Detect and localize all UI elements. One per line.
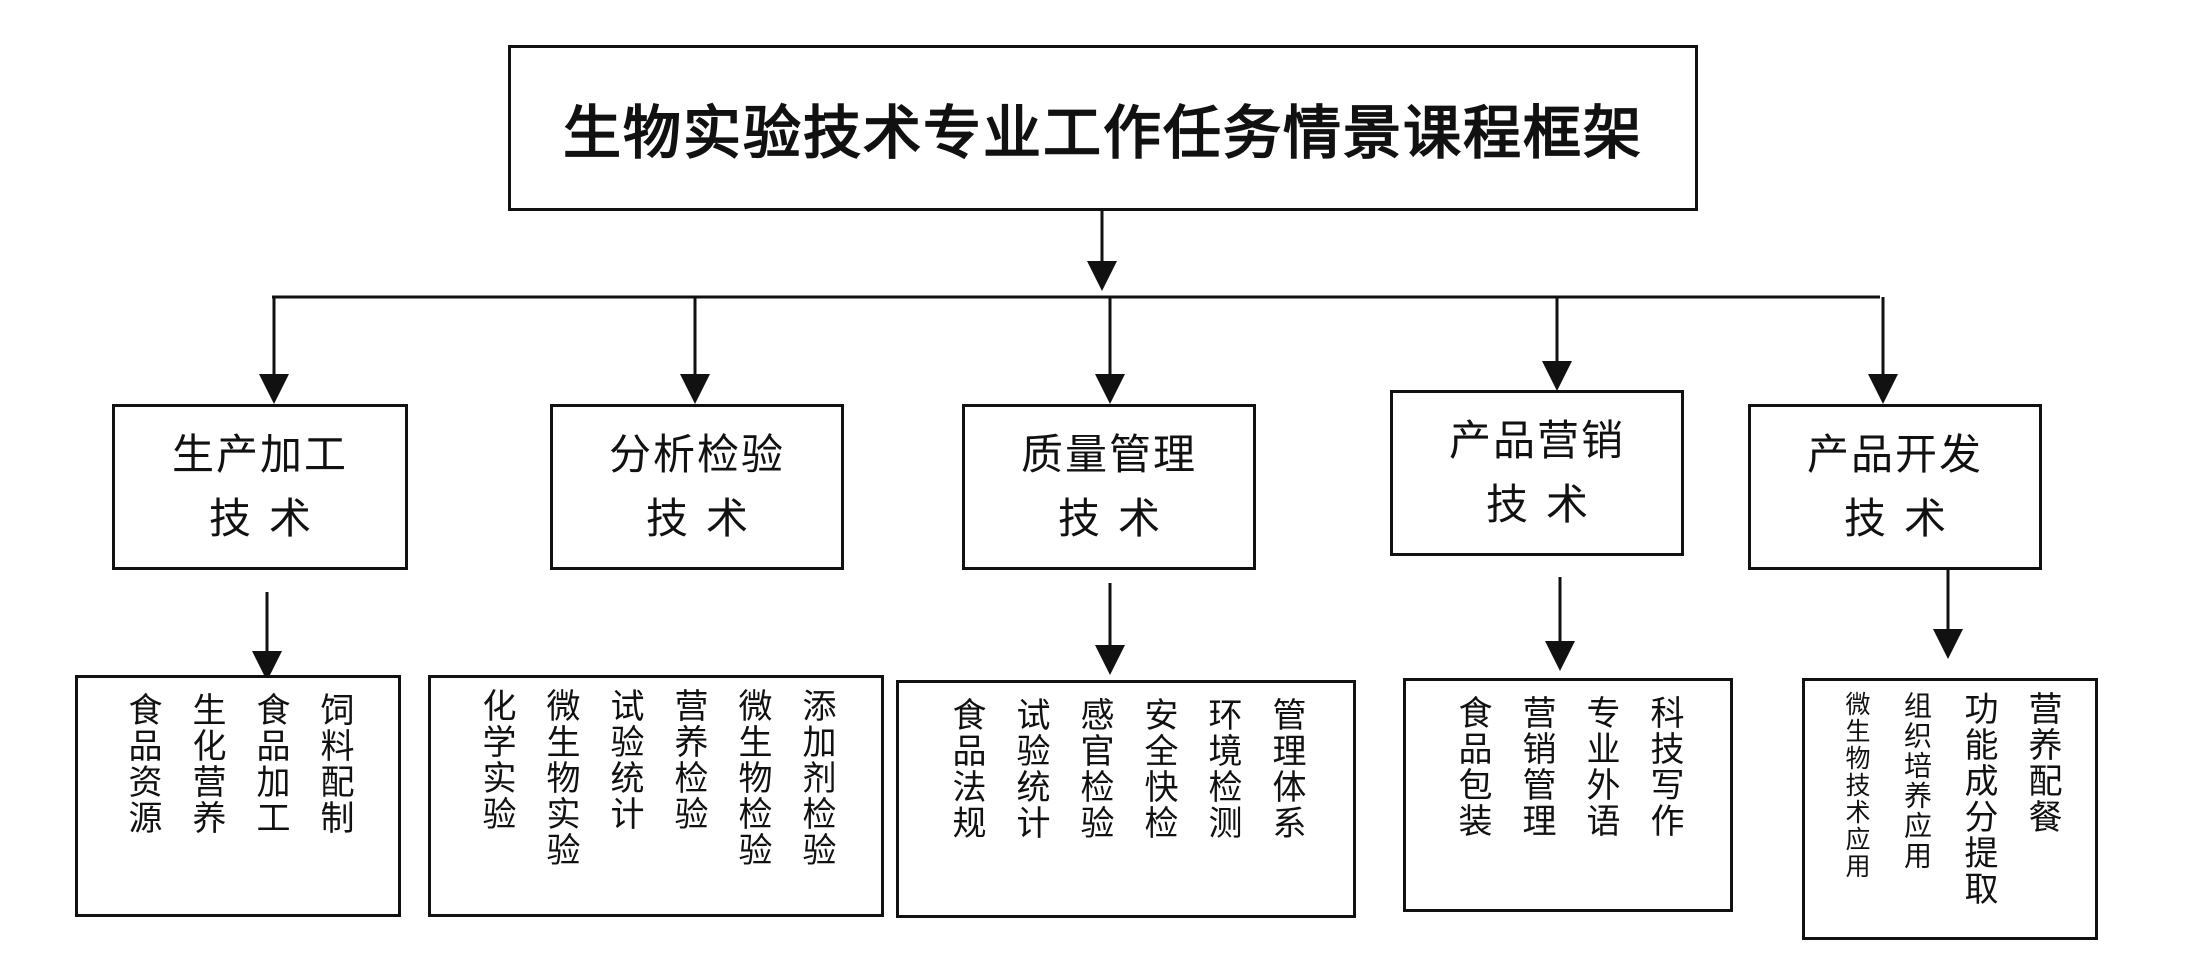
category-label: 质量管理 (1020, 430, 1197, 479)
category-box-quality: 质量管理 技术 (962, 404, 1256, 570)
category-box-development: 产品开发 技术 (1748, 404, 2042, 570)
category-label: 产品开发 (1806, 430, 1983, 479)
category-label-sub: 技术 (1843, 494, 1964, 543)
course-item: 环境检测 (1202, 697, 1242, 841)
course-box-quality: 管理体系 环境检测 安全快检 感官检验 试验统计 食品法规 (896, 680, 1356, 918)
category-label: 生产加工 (171, 430, 348, 479)
course-item: 科技写作 (1644, 695, 1684, 839)
category-label-sub: 技术 (1057, 494, 1178, 543)
category-label-sub: 技术 (645, 494, 766, 543)
category-label: 分析检验 (608, 430, 785, 479)
course-item: 试验统计 (1010, 697, 1050, 841)
course-box-production: 饲料配制 食品加工 生化营养 食品资源 (75, 675, 401, 917)
category-label: 产品营销 (1448, 416, 1625, 465)
course-box-analysis: 添加剂检验 微生物检验 营养检验 试验统计 微生物实验 化学实验 (428, 675, 884, 917)
course-item: 营销管理 (1516, 695, 1556, 839)
course-item: 食品资源 (122, 692, 162, 836)
course-item: 营养检验 (668, 688, 708, 832)
category-box-production: 生产加工 技术 (112, 404, 408, 570)
course-item: 感官检验 (1074, 697, 1114, 841)
category-box-marketing: 产品营销 技术 (1390, 390, 1684, 556)
course-item: 生化营养 (186, 692, 226, 836)
course-item: 安全快检 (1138, 697, 1178, 841)
course-item: 试验统计 (604, 688, 644, 832)
course-item: 微生物实验 (540, 688, 580, 868)
category-label-sub: 技术 (1485, 480, 1606, 529)
course-item: 食品包装 (1452, 695, 1492, 839)
course-item: 营养配餐 (2022, 691, 2062, 835)
course-item: 食品法规 (946, 697, 986, 841)
course-item: 添加剂检验 (796, 688, 836, 868)
course-item: 微生物技术应用 (1842, 691, 1871, 880)
course-item: 微生物检验 (732, 688, 772, 868)
diagram-title: 生物实验技术专业工作任务情景课程框架 (562, 99, 1643, 167)
course-item: 饲料配制 (314, 692, 354, 836)
course-item: 专业外语 (1580, 695, 1620, 839)
course-item: 组织培养应用 (1900, 691, 1933, 871)
course-item: 管理体系 (1266, 697, 1306, 841)
course-item: 化学实验 (476, 688, 516, 832)
category-box-analysis: 分析检验 技术 (550, 404, 844, 570)
course-item: 食品加工 (250, 692, 290, 836)
title-box: 生物实验技术专业工作任务情景课程框架 (508, 45, 1698, 211)
course-box-development: 营养配餐 功能成分提取 组织培养应用 微生物技术应用 (1802, 678, 2098, 940)
category-label-sub: 技术 (208, 494, 329, 543)
course-item: 功能成分提取 (1958, 691, 1998, 907)
course-box-marketing: 科技写作 专业外语 营销管理 食品包装 (1403, 678, 1733, 912)
